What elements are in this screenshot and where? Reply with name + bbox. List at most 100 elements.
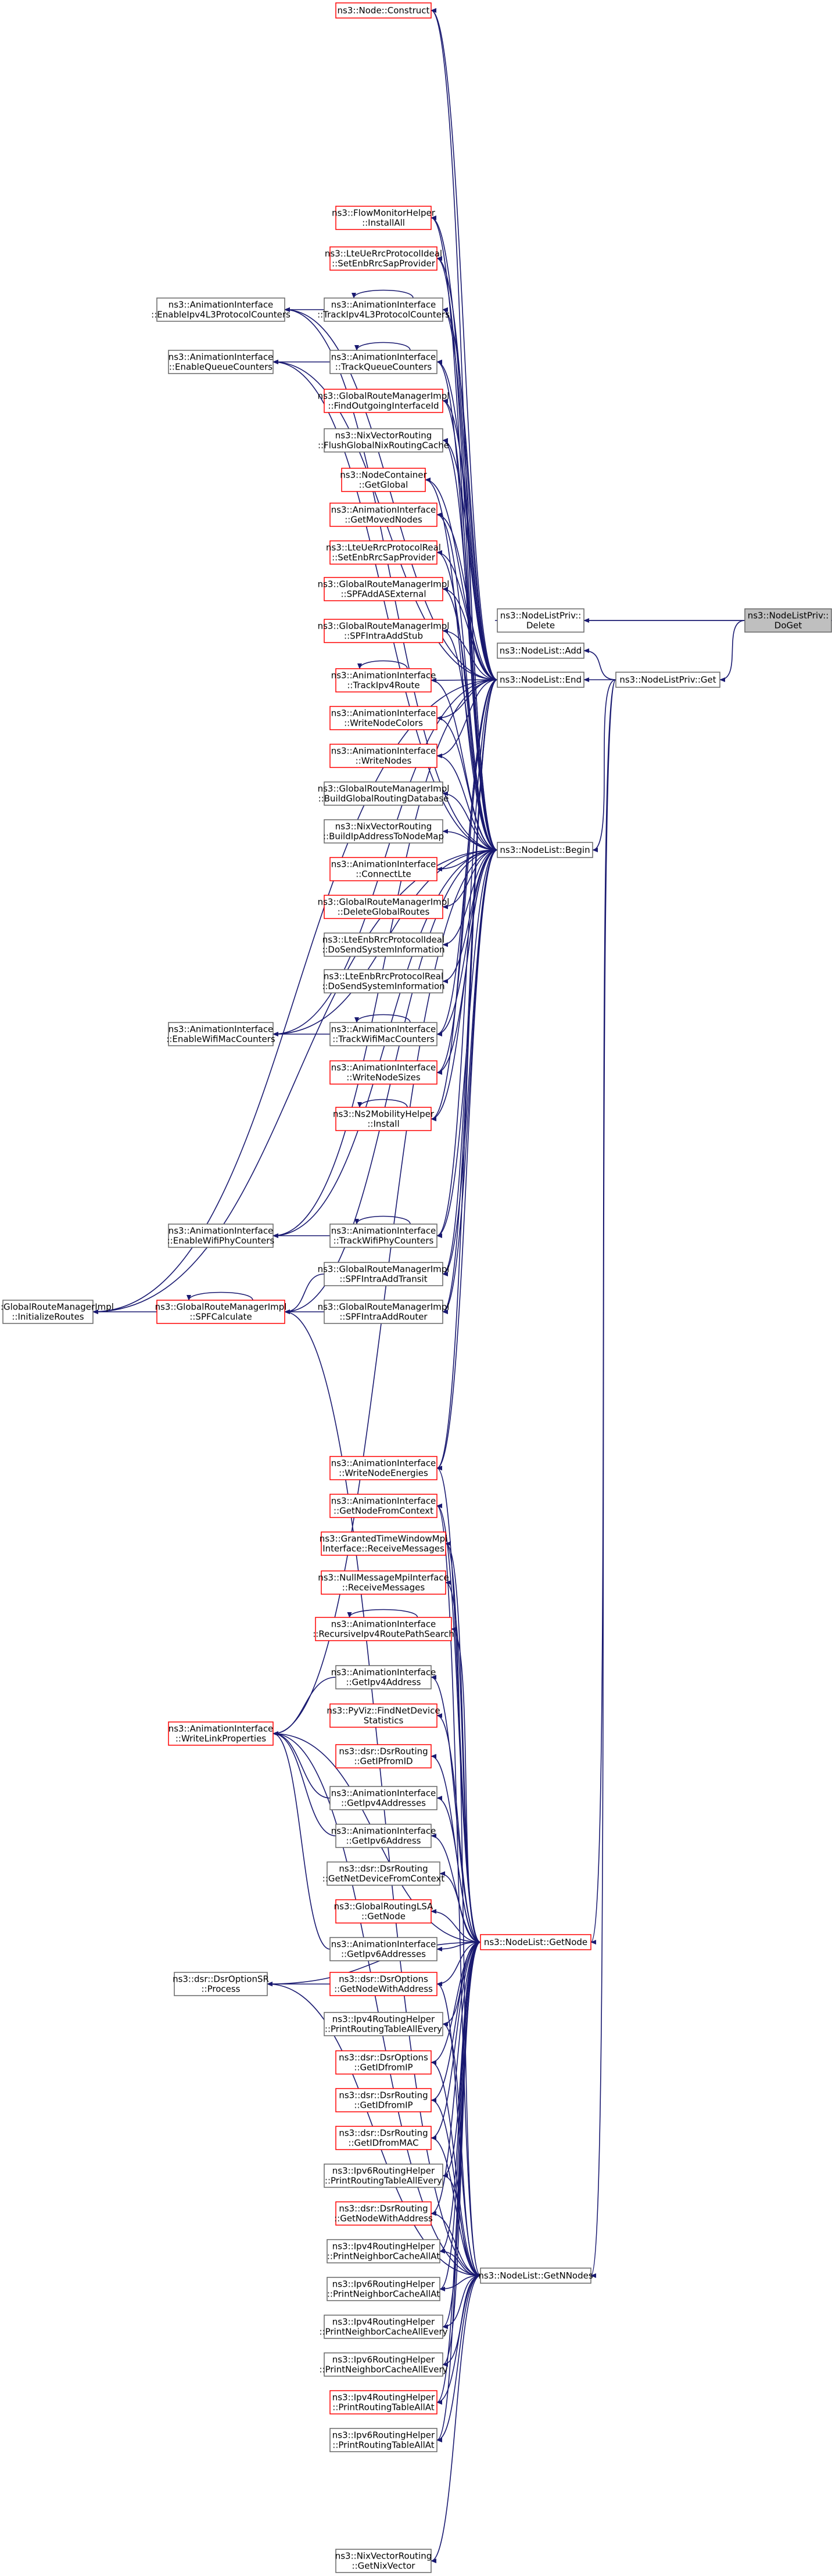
node-label: ::WriteNodeSizes [346,1072,421,1083]
graph-node-writenodes[interactable]: ns3::AnimationInterface::WriteNodes [329,744,437,768]
graph-node-enablewifimac[interactable]: ns3::AnimationInterface::EnableWifiMacCo… [166,1022,275,1046]
graph-node-writelinkprops[interactable]: ns3::AnimationInterface::WriteLinkProper… [168,1721,274,1746]
node-label: ns3::AnimationInterface [331,1496,436,1506]
graph-node-flowmon[interactable]: ns3::FlowMonitorHelper::InstallAll [332,206,436,230]
node-label: ns3::AnimationInterface [331,1226,436,1236]
node-label: ns3::GlobalRoutingLSA [334,1901,433,1912]
graph-node-dsropt-getnodeaddr[interactable]: ns3::dsr::DsrOptions::GetNodeWithAddress [329,1972,437,1996]
graph-node-grantedtw[interactable]: ns3::GrantedTimeWindowMpiInterface::Rece… [320,1531,448,1556]
node-label: ns3::Ns2MobilityHelper [333,1109,435,1120]
graph-node-ipv6rt-at[interactable]: ns3::Ipv6RoutingHelper::PrintRoutingTabl… [329,2428,437,2452]
graph-node-spfcalc[interactable]: ns3::GlobalRouteManagerImpl::SPFCalculat… [155,1300,287,1324]
graph-node-buildglobal[interactable]: ns3::GlobalRouteManagerImpl::BuildGlobal… [318,781,450,806]
graph-node-ipv6nc-at[interactable]: ns3::Ipv6RoutingHelper::PrintNeighborCac… [327,2277,440,2301]
graph-node-getnode[interactable]: ns3::NodeList::GetNode [480,1934,591,1950]
node-box [335,2549,432,2573]
graph-node-dsr-getnetdev[interactable]: ns3::dsr::DsrRouting::GetNetDeviceFromCo… [322,1861,445,1886]
graph-node-dsrrt-getnodeaddr[interactable]: ns3::dsr::DsrRouting::GetNodeWithAddress [334,2201,433,2226]
node-box [324,2012,443,2036]
graph-node-ipv4nc-at[interactable]: ns3::Ipv4RoutingHelper::PrintNeighborCac… [327,2239,440,2263]
graph-node-writenodeenergies[interactable]: ns3::AnimationInterface::WriteNodeEnergi… [329,1456,437,1480]
graph-node-add[interactable]: ns3::NodeList::Add [497,643,584,659]
graph-node-dsroptsr[interactable]: ns3::dsr::DsrOptionSR::Process [173,1972,269,1996]
graph-node-trackl3[interactable]: ns3::AnimationInterface::TrackIpv4L3Prot… [317,297,450,322]
edge-n_getipv4addrs-to-n_writelinkprops [272,1731,331,1799]
graph-node-connectlte[interactable]: ns3::AnimationInterface::ConnectLte [329,857,437,881]
edge-n_begin-to-n_trackl3 [442,307,498,851]
node-label: ::GetIpv6Addresses [341,1949,426,1960]
node-box [335,1824,432,1848]
graph-node-delete[interactable]: ns3::NodeListPriv::Delete [497,608,584,633]
node-label: Interface::ReceiveMessages [322,1544,444,1554]
graph-node-enablewifiphy[interactable]: ns3::AnimationInterface::EnableWifiPhyCo… [167,1224,275,1248]
graph-node-trackwifimac[interactable]: ns3::AnimationInterface::TrackWifiMacCou… [329,1022,437,1046]
node-label: ns3::dsr::DsrRouting [339,1746,428,1757]
graph-node-ltesend-real[interactable]: ns3::LteEnbRrcProtocolReal::DoSendSystem… [322,969,445,993]
graph-node-ns2mobility[interactable]: ns3::Ns2MobilityHelper::Install [333,1107,435,1131]
node-label: ns3::Ipv4RoutingHelper [332,2317,435,2327]
graph-node-writenodecolors[interactable]: ns3::AnimationInterface::WriteNodeColors [329,706,437,730]
graph-node-flushnix[interactable]: ns3::NixVectorRouting::FlushGlobalNixRou… [318,428,449,453]
edge-n_get-to-n_getnnodes [590,679,616,2278]
graph-node-ltesetenb-real[interactable]: ns3::LteUeRrcProtocolReal::SetEnbRrcSapP… [326,540,441,565]
graph-node-spfintratransit[interactable]: ns3::GlobalRouteManagerImpl::SPFIntraAdd… [318,1262,450,1286]
graph-node-getnodefromctx[interactable]: ns3::AnimationInterface::GetNodeFromCont… [329,1494,437,1518]
graph-node-recursiveipv4[interactable]: ns3::AnimationInterface::RecursiveIpv4Ro… [313,1617,454,1641]
graph-node-buildipmap[interactable]: ns3::NixVectorRouting::BuildIpAddressToN… [323,819,444,844]
node-box [168,1224,274,1248]
graph-node-ltesend-ideal[interactable]: ns3::LteEnbRrcProtocolIdeal::DoSendSyste… [322,932,445,957]
graph-node-getipv4addr[interactable]: ns3::AnimationInterface::GetIpv4Address [331,1665,436,1689]
graph-node-ipv6nc-every[interactable]: ns3::Ipv6RoutingHelper::PrintNeighborCac… [320,2352,448,2377]
node-box [335,2050,432,2075]
graph-node-spfaddasext[interactable]: ns3::GlobalRouteManagerImpl::SPFAddASExt… [318,577,450,601]
edge-n_getnode-to-n_pyviz [436,1713,481,1943]
graph-node-dsrrt-getidfromip[interactable]: ns3::dsr::DsrRouting::GetIDfromIP [335,2088,432,2112]
node-label: ns3::AnimationInterface [331,505,436,515]
node-box [497,608,584,633]
graph-node-findoutif[interactable]: ns3::GlobalRouteManagerImpl::FindOutgoin… [318,389,450,413]
graph-node-deleteglobal[interactable]: ns3::GlobalRouteManagerImpl::DeleteGloba… [318,895,450,919]
graph-node-enablequeue[interactable]: ns3::AnimationInterface::EnableQueueCoun… [168,350,274,374]
graph-node-getipv6addr[interactable]: ns3::AnimationInterface::GetIpv6Address [331,1824,436,1848]
graph-node-get[interactable]: ns3::NodeListPriv::Get [615,672,720,688]
node-label: ::PrintRoutingTableAllAt [332,2402,435,2413]
graph-node-nixgetnix[interactable]: ns3::NixVectorRouting::GetNixVector [335,2549,432,2573]
node-label: ::ConnectLte [356,869,411,880]
edge-n_begin-to-n_writelinkprops [272,849,498,1736]
graph-node-getnnodes[interactable]: ns3::NodeList::GetNNodes [478,2268,593,2284]
graph-node-getipv4addrs[interactable]: ns3::AnimationInterface::GetIpv4Addresse… [329,1786,437,1810]
node-label: ::RecursiveIpv4RoutePathSearch [313,1629,454,1639]
graph-node-getipv6addrs[interactable]: ns3::AnimationInterface::GetIpv6Addresse… [329,1937,437,1961]
graph-node-construct[interactable]: ns3::Node::Construct [335,2,432,19]
node-label: ns3::NodeList::GetNNodes [478,2270,593,2281]
graph-node-writenodesizes[interactable]: ns3::AnimationInterface::WriteNodeSizes [329,1060,437,1085]
graph-node-spfintrarouter[interactable]: ns3::GlobalRouteManagerImpl::SPFIntraAdd… [318,1300,450,1324]
graph-node-globalrouting[interactable]: ns3::GlobalRoutingLSA::GetNode [334,1899,433,1924]
graph-node-initroutes[interactable]: ns3::GlobalRouteManagerImpl::InitializeR… [0,1300,114,1324]
graph-node-getmoved[interactable]: ns3::AnimationInterface::GetMovedNodes [329,503,437,527]
graph-node-ipv4nc-every[interactable]: ns3::Ipv4RoutingHelper::PrintNeighborCac… [320,2315,448,2339]
edge-n_end-to-n_enablewifimac [272,679,498,1036]
graph-node-ipv6rt-every[interactable]: ns3::Ipv6RoutingHelper::PrintRoutingTabl… [324,2164,443,2188]
graph-node-ltesetenb-ideal[interactable]: ns3::LteUeRrcProtocolIdeal::SetEnbRrcSap… [325,246,442,271]
node-box [329,1022,437,1046]
graph-node-enableipv4l3[interactable]: ns3::AnimationInterface::EnableIpv4L3Pro… [151,297,291,322]
graph-node-ipv4rt-every[interactable]: ns3::Ipv4RoutingHelper::PrintRoutingTabl… [324,2012,443,2036]
graph-node-begin[interactable]: ns3::NodeList::Begin [497,842,593,858]
graph-node-dsr-getipfromid[interactable]: ns3::dsr::DsrRouting::GetIPfromID [335,1744,432,1768]
node-box [329,1786,437,1810]
graph-node-trackipv4route[interactable]: ns3::AnimationInterface::TrackIpv4Route [331,668,436,693]
graph-node-trackqueue[interactable]: ns3::AnimationInterface::TrackQueueCount… [329,350,437,374]
graph-node-dsropt-getipfromip[interactable]: ns3::dsr::DsrOptions::GetIDfromIP [335,2050,432,2075]
graph-node-nullmsg[interactable]: ns3::NullMessageMpiInterface::ReceiveMes… [318,1570,449,1595]
node-label: ns3::dsr::DsrOptionSR [173,1974,269,1985]
graph-node-ipv4rt-at[interactable]: ns3::Ipv4RoutingHelper::PrintRoutingTabl… [329,2390,437,2414]
graph-node-end[interactable]: ns3::NodeList::End [497,672,584,688]
edge-n_getnode-to-n_globalrouting [431,1909,481,1943]
graph-node-dsrrt-getidfrommac[interactable]: ns3::dsr::DsrRouting::GetIDfromMAC [335,2126,432,2150]
graph-node-doget[interactable]: ns3::NodeListPriv::DoGet [744,608,832,633]
graph-node-trackwifiphy[interactable]: ns3::AnimationInterface::TrackWifiPhyCou… [329,1224,437,1248]
graph-node-nodecontainer[interactable]: ns3::NodeContainer::GetGlobal [340,468,428,492]
graph-node-spfintrastub[interactable]: ns3::GlobalRouteManagerImpl::SPFIntraAdd… [318,619,450,643]
